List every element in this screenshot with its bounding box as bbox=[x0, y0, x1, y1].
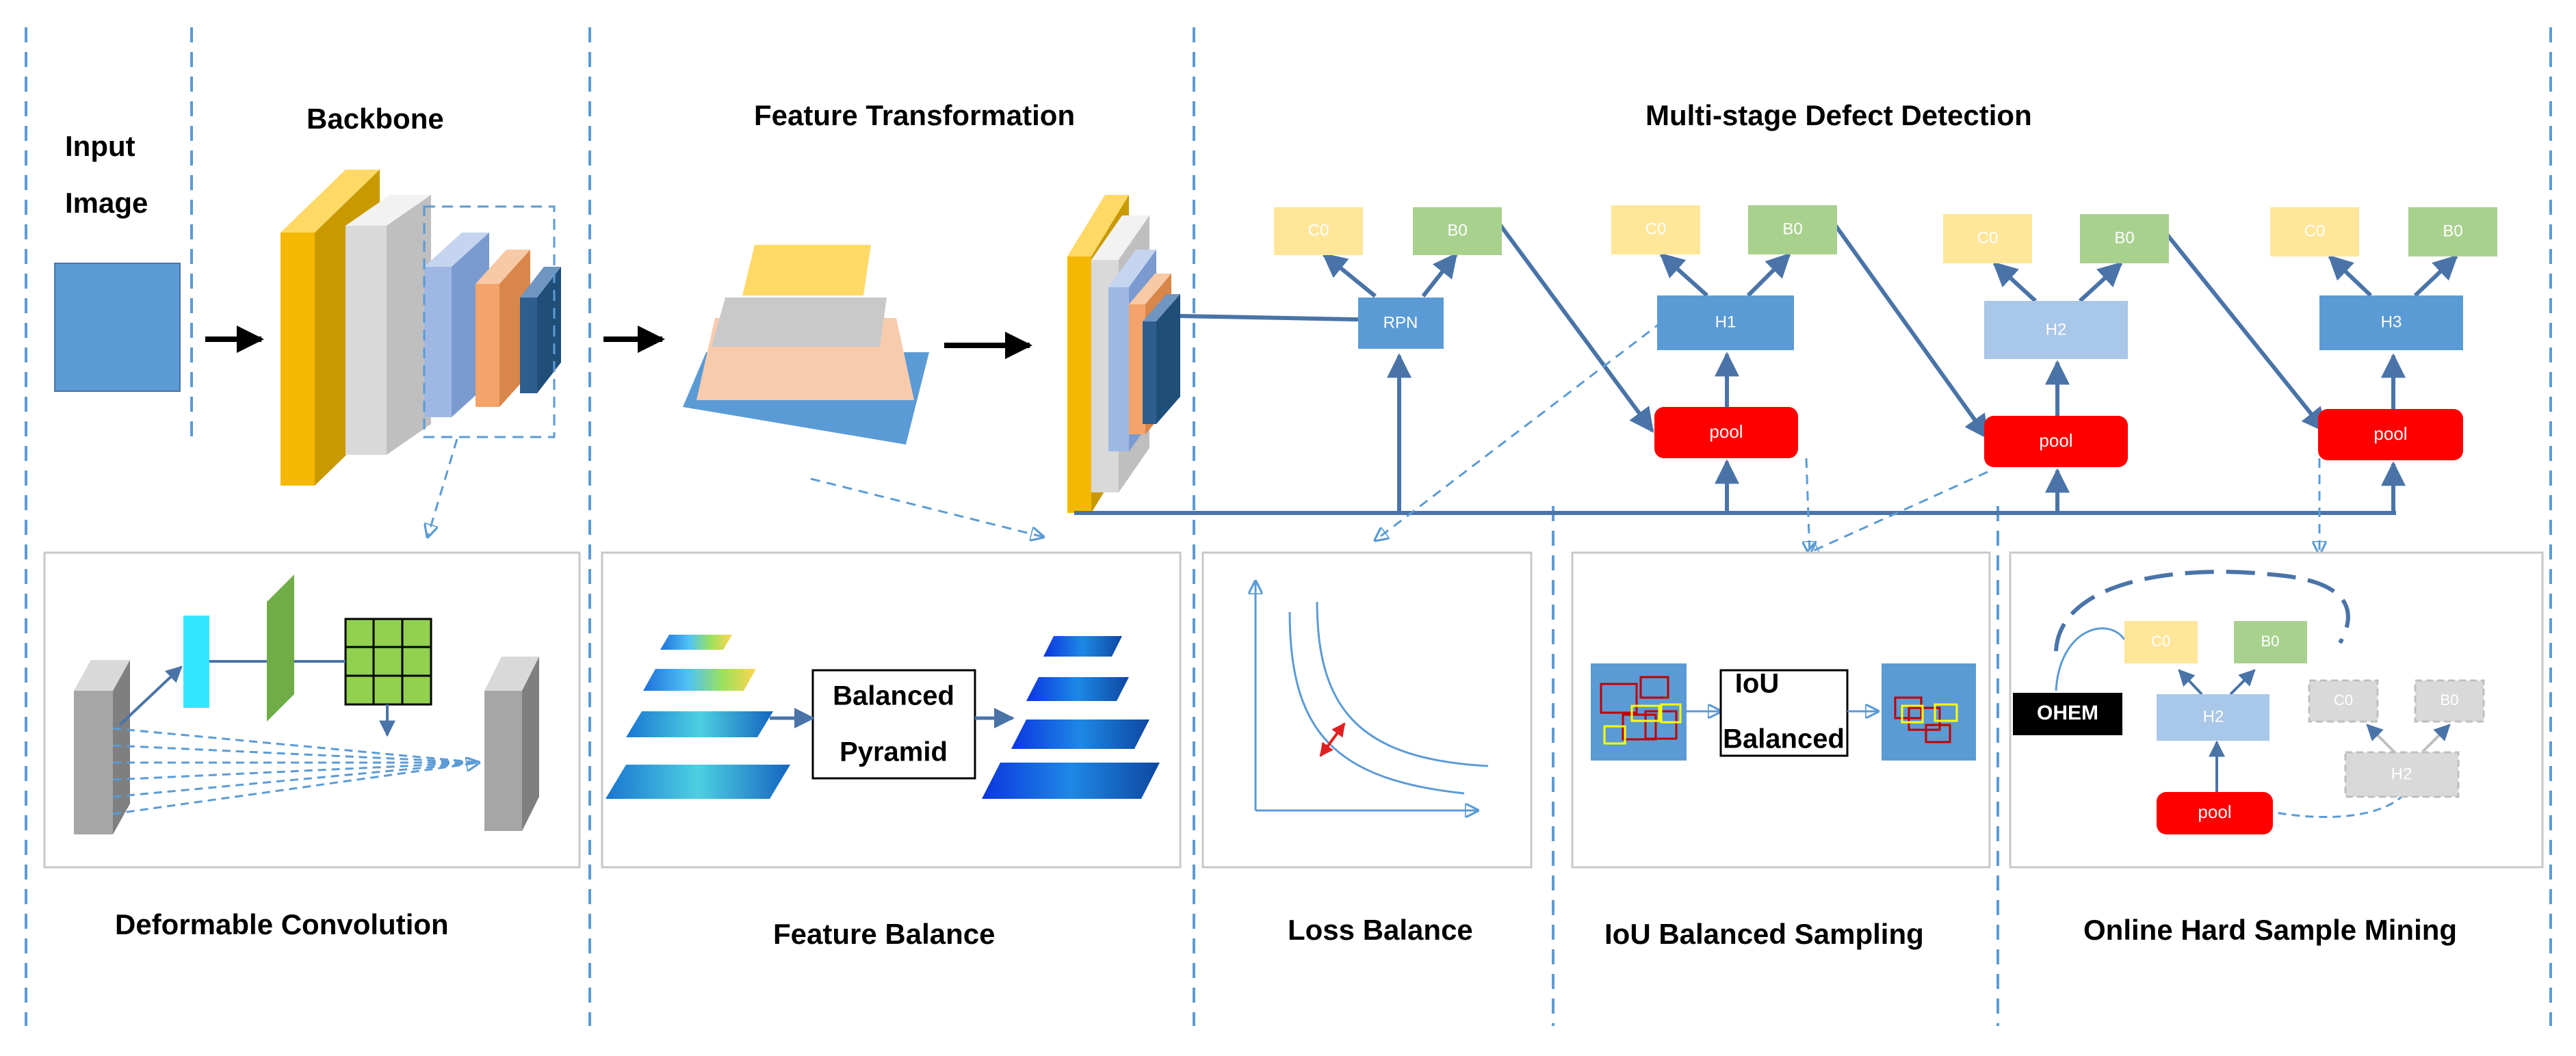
balanced-pyramid-line1: Balanced bbox=[833, 681, 954, 711]
pool1-label: pool bbox=[1709, 421, 1743, 442]
panel-frames bbox=[43, 551, 2544, 869]
iou-box-line2: Balanced bbox=[1723, 724, 1845, 754]
h1-label: H1 bbox=[1715, 313, 1736, 331]
deformconv-illustration bbox=[74, 575, 539, 834]
b0-to-pool2-arrow bbox=[1834, 224, 1990, 440]
ohem-b0-label: B0 bbox=[2261, 633, 2280, 650]
lossbalance-illustration bbox=[1256, 581, 1489, 810]
section-dividers bbox=[25, 27, 2552, 1026]
h2-to-iou-pointer bbox=[1806, 471, 1988, 554]
stage3-b0-label: B0 bbox=[2443, 222, 2462, 240]
b0-to-pool3-arrow bbox=[2163, 231, 2327, 433]
backbone-to-deformconv-arrow bbox=[428, 438, 458, 537]
ohem-ghost-b0-label: B0 bbox=[2441, 691, 2459, 709]
iou-balanced-box bbox=[1719, 669, 1849, 757]
ohem-box-label: OHEM bbox=[2037, 702, 2098, 724]
feature-transformation-title: Feature Transformation bbox=[754, 99, 1076, 131]
stage0-b0-label: B0 bbox=[1447, 221, 1467, 239]
backbone-title: Backbone bbox=[307, 103, 444, 135]
h2-label: H2 bbox=[2046, 320, 2067, 339]
input-image-square bbox=[54, 263, 181, 392]
ohem-h2-label: H2 bbox=[2203, 707, 2224, 726]
input-title-line2: Image bbox=[65, 187, 148, 219]
h2-to-c0-arrow bbox=[1992, 261, 2038, 303]
stage1-b0-label: B0 bbox=[1782, 220, 1802, 238]
feature-balance-label: Feature Balance bbox=[773, 918, 996, 950]
fused-to-rpn-arrow bbox=[1180, 307, 1392, 332]
ohem-c0-label: C0 bbox=[2151, 633, 2170, 650]
h1-to-loss-pointer bbox=[1375, 320, 1663, 540]
h3-to-b0-arrow bbox=[2413, 254, 2458, 298]
stage2-b0-label: B0 bbox=[2114, 228, 2134, 247]
backbone-layers bbox=[281, 170, 561, 486]
detection-connections bbox=[1074, 223, 2458, 515]
iou-box-line1: IoU bbox=[1735, 669, 1779, 699]
pool3-label: pool bbox=[2373, 423, 2407, 444]
loss-balance-label: Loss Balance bbox=[1288, 914, 1473, 946]
h3-to-c0-arrow bbox=[2328, 254, 2373, 298]
lossbalance-frame bbox=[1201, 551, 1533, 869]
input-title-line1: Input bbox=[65, 130, 135, 162]
pool2-label: pool bbox=[2039, 430, 2072, 451]
rpn-to-c0-arrow bbox=[1322, 252, 1377, 298]
balanced-pyramid-line2: Pyramid bbox=[840, 737, 948, 767]
h1-to-b0-arrow bbox=[1746, 252, 1791, 298]
balanced-pyramid-box bbox=[811, 669, 976, 780]
h1-to-c0-arrow bbox=[1659, 252, 1709, 298]
ohem-ghost-h2-label: H2 bbox=[2391, 765, 2412, 783]
deformable-convolution-label: Deformable Convolution bbox=[115, 908, 449, 940]
iou-balanced-sampling-label: IoU Balanced Sampling bbox=[1604, 918, 1924, 950]
ohem-box bbox=[2013, 693, 2122, 735]
ohem-ghost-c0-label: C0 bbox=[2334, 691, 2353, 709]
stage0-c0-label: C0 bbox=[1308, 221, 1329, 239]
h3-label: H3 bbox=[2381, 313, 2402, 331]
iou-illustration bbox=[1591, 663, 1976, 761]
stage3-c0-label: C0 bbox=[2304, 222, 2326, 240]
stage1-c0-label: C0 bbox=[1645, 220, 1667, 238]
ohem-pool-label: pool bbox=[2198, 802, 2231, 822]
h2-to-b0-arrow bbox=[2078, 261, 2123, 303]
online-hard-sample-mining-label: Online Hard Sample Mining bbox=[2083, 914, 2458, 946]
detail-pointers bbox=[1375, 320, 2319, 554]
fused-feature-block bbox=[1067, 195, 1180, 513]
rpn-to-b0-arrow bbox=[1421, 252, 1458, 298]
rpn-label: RPN bbox=[1383, 313, 1418, 332]
pool1-to-iou-pointer bbox=[1806, 458, 1810, 554]
stage2-c0-label: C0 bbox=[1977, 228, 1999, 247]
transform-to-balance-arrow bbox=[810, 477, 1043, 537]
feature-pyramid-planes bbox=[683, 245, 929, 445]
featurebalance-illustration bbox=[606, 635, 1160, 799]
node-rects bbox=[1274, 205, 2497, 834]
ohem-illustration bbox=[2013, 570, 2451, 819]
multistage-detection-title: Multi-stage Defect Detection bbox=[1645, 99, 2032, 131]
b0-to-pool1-arrow bbox=[1498, 223, 1654, 433]
node-labels: C0 B0 RPN C0 B0 H1 pool C0 B0 H2 pool C0… bbox=[833, 220, 2463, 822]
